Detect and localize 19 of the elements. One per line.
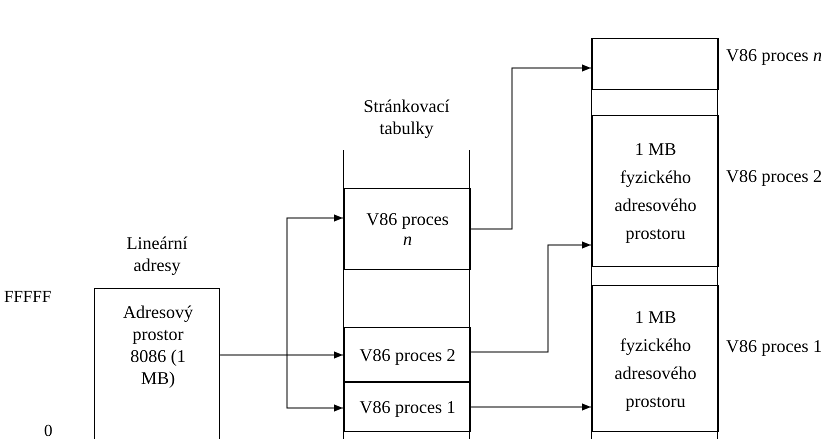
region-caption: V86 proces 2 — [725, 165, 823, 187]
region-label: Adresový prostor 8086 (1 MB) — [122, 301, 194, 389]
arrow — [470, 403, 592, 411]
memory-region: 1 MB fyzického adresového prostoru — [592, 285, 719, 432]
memory-column — [591, 38, 718, 439]
address-label: 0 — [44, 421, 52, 439]
column-heading: Stránkovací tabulky — [362, 95, 450, 139]
memory-region — [592, 38, 719, 90]
arrow — [220, 354, 344, 412]
region-caption: V86 proces n — [725, 44, 823, 66]
memory-region: 1 MB fyzického adresového prostoru — [592, 115, 719, 267]
page-table-entry: V86 proces n — [344, 188, 471, 270]
arrow — [470, 241, 592, 352]
address-label: FFFFF — [4, 287, 52, 307]
arrow — [470, 64, 592, 230]
page-table-entry: V86 proces 1 — [344, 382, 471, 432]
column-heading: Lineární adresy — [126, 232, 188, 276]
region-caption: V86 proces 1 — [725, 335, 823, 357]
page-table-entry: V86 proces 2 — [344, 327, 471, 382]
